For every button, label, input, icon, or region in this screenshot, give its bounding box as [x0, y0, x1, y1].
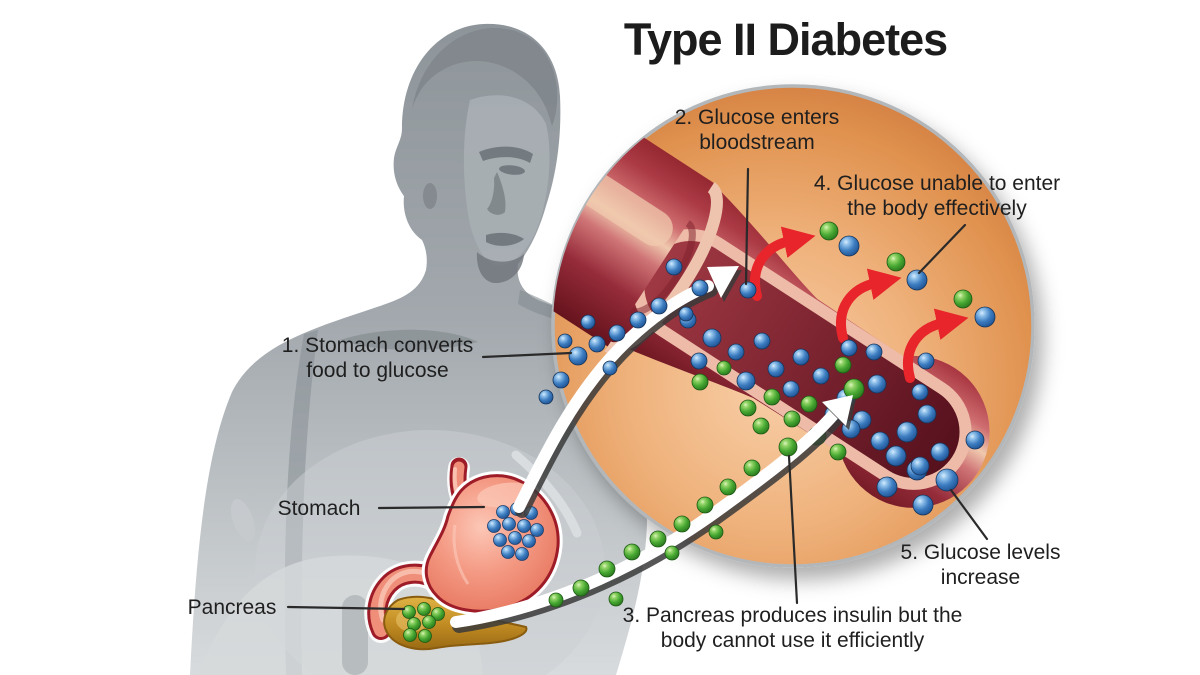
glucose-arrowhead	[707, 266, 739, 298]
label-connectors	[286, 167, 989, 611]
escaped-pair-1	[819, 221, 860, 257]
bloodstream-insulin-dots	[691, 356, 865, 461]
connector-step-3	[787, 454, 799, 605]
duodenum	[364, 560, 450, 643]
diagram-title: Type II Diabetes	[623, 14, 948, 65]
label-step-4-line-1: 4. Glucose unable to enter	[813, 172, 1061, 195]
thigh-shadow	[342, 595, 368, 675]
bloodstream-glucose-dots	[679, 281, 985, 516]
vessel-cut-rim-shadow	[629, 220, 696, 316]
eyebrow-shape	[479, 146, 533, 163]
label-step-5-line-2: increase	[940, 566, 1021, 589]
elbow-highlight	[230, 499, 256, 541]
label-step-1: 1. Stomach converts food to glucose	[265, 333, 490, 383]
connector-step-2	[744, 167, 750, 286]
escaped-pair-2	[886, 252, 928, 291]
connector-step-5	[949, 488, 989, 541]
glucose-dot-step4-target	[906, 269, 928, 291]
connector-stomach	[377, 505, 486, 510]
label-step-3-line-1: 3. Pancreas produces insulin but the	[622, 604, 963, 627]
stomach-texture-line	[452, 524, 470, 585]
collarbone-shading	[340, 329, 478, 350]
label-stomach: Stomach	[277, 497, 361, 520]
connector-step-1	[481, 351, 573, 359]
label-pancreas: Pancreas	[187, 596, 277, 619]
label-step-3-line-2: body cannot use it efficiently	[660, 629, 925, 652]
waist-highlight-line	[511, 450, 582, 538]
insulin-arrowhead	[822, 395, 853, 426]
label-step-5: 5. Glucose levels increase	[878, 540, 1083, 590]
glucose-flow-arrow	[513, 266, 742, 518]
label-step-4: 4. Glucose unable to enter the body effe…	[807, 171, 1067, 221]
flow-arrows	[450, 258, 856, 633]
glucose-dot-step2-target	[739, 281, 757, 299]
nose-shadow	[487, 172, 506, 215]
blocked-arrow-3	[903, 308, 969, 383]
face-shading	[412, 27, 558, 284]
label-step-2-line-2: bloodstream	[699, 131, 815, 154]
insulin-dots-pancreas	[402, 602, 445, 643]
chin-beard-shape	[476, 252, 524, 284]
label-step-1-line-1: 1. Stomach converts	[281, 334, 474, 357]
label-step-1-line-2: food to glucose	[306, 359, 449, 382]
connector-pancreas	[286, 605, 406, 611]
bloodstream-inset-circle	[551, 84, 1035, 568]
insulin-dots-flow	[548, 437, 798, 608]
escaped-particle-pairs	[819, 221, 996, 328]
glucose-dots-flow	[538, 258, 709, 405]
insulin-dot-step3-target	[778, 437, 798, 457]
mouth-shape	[486, 232, 524, 246]
label-step-2: 2. Glucose enters bloodstream	[648, 105, 866, 155]
ear-shadow	[423, 183, 437, 209]
label-step-2-line-1: 2. Glucose enters	[674, 106, 840, 129]
blocked-arrow-2	[836, 268, 902, 343]
eye-shape	[499, 165, 525, 175]
label-step-4-line-2: the body effectively	[847, 197, 1027, 220]
insulin-flow-arrow	[450, 395, 856, 633]
label-step-5-line-1: 5. Glucose levels	[900, 541, 1061, 564]
label-step-3: 3. Pancreas produces insulin but the bod…	[605, 603, 980, 653]
glucose-dot-step1-target	[568, 346, 588, 366]
connector-step-4	[917, 223, 967, 275]
escaped-pair-3	[953, 289, 996, 328]
glucose-dot-step5-target	[935, 468, 959, 492]
